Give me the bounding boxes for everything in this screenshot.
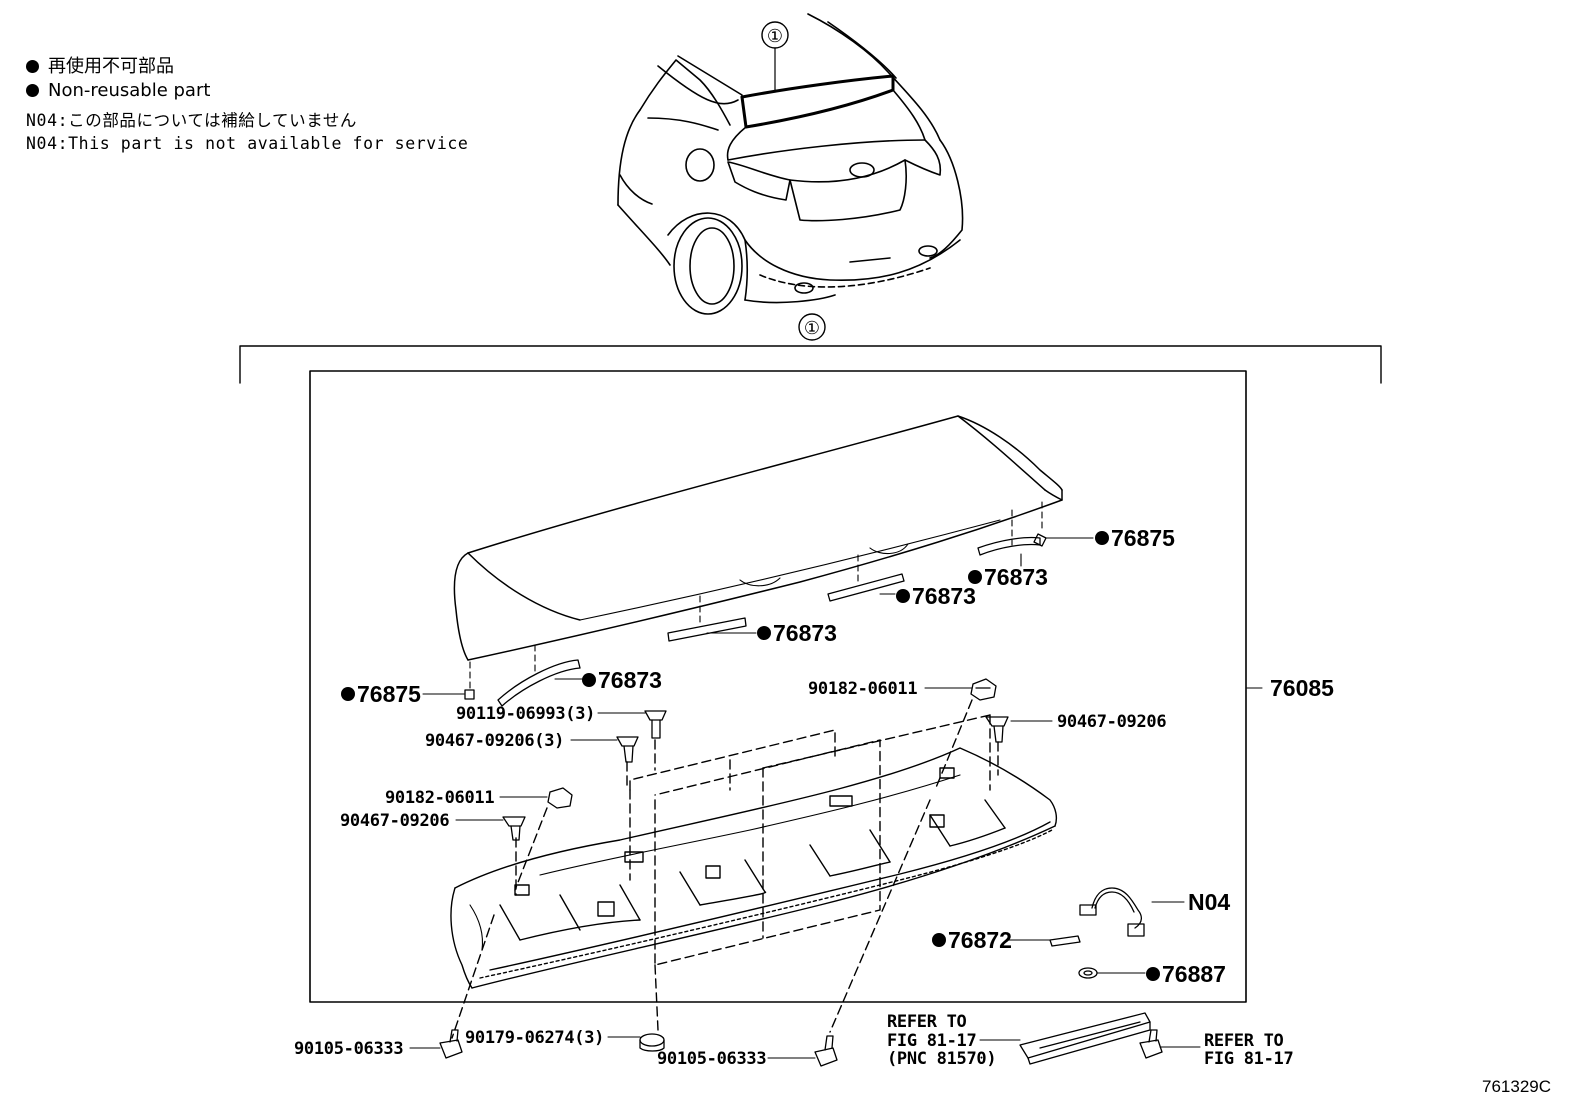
dot-icon	[896, 589, 910, 603]
callout-car-label: ①	[767, 26, 783, 46]
dot-icon	[757, 626, 771, 640]
dot-icon	[968, 570, 982, 584]
legend-text: Non-reusable part	[48, 80, 211, 101]
label-90105-06333-a: 90105-06333	[294, 1039, 403, 1059]
dot-icon	[582, 673, 596, 687]
label-90467-09206-3: 90467-09206(3)	[425, 731, 564, 751]
spoiler-inner-panel	[450, 747, 1058, 989]
label-76873-a: 76873	[984, 564, 1048, 590]
legend-nonreusable-en: Non-reusable part	[26, 80, 210, 102]
label-90467-09206-l: 90467-09206	[340, 811, 449, 831]
label-76873-c: 76873	[773, 620, 837, 646]
label-90467-09206-r: 90467-09206	[1057, 712, 1166, 732]
legend-nonreusable-ja: 再使用不可部品	[26, 56, 174, 78]
refer-left-line1: REFER TO	[887, 1012, 967, 1032]
legend-n04-en: N04:This part is not available for servi…	[26, 134, 469, 153]
filled-dot-icon	[26, 84, 39, 97]
dot-icon	[932, 933, 946, 947]
figure-id: 761329C	[1482, 1077, 1551, 1096]
refer-right-line2: FIG 81-17	[1204, 1049, 1293, 1069]
dot-icon	[341, 687, 355, 701]
label-90179-06274: 90179-06274(3)	[465, 1028, 604, 1048]
label-90182-06011-b: 90182-06011	[385, 788, 494, 808]
legend-n04-ja: N04:この部品については補給していません	[26, 111, 358, 130]
part-labels: 76875 76873 76873 76873 76873 76875 7608…	[294, 525, 1551, 1096]
part-leader-lines	[409, 537, 1263, 1059]
dot-icon	[1146, 967, 1160, 981]
label-76875-right: 76875	[1111, 525, 1175, 551]
spoiler-leaders	[469, 501, 1043, 691]
legend-text: 再使用不可部品	[48, 56, 174, 77]
refer-left-line2: FIG 81-17	[887, 1031, 976, 1051]
label-n04: N04	[1188, 889, 1230, 915]
assembly-frame	[309, 370, 1247, 1003]
label-76873-d: 76873	[598, 667, 662, 693]
stop-lamp-refer	[1019, 1012, 1151, 1065]
dot-icon	[1095, 531, 1109, 545]
tape-parts	[464, 533, 1047, 707]
label-76873-b: 76873	[912, 583, 976, 609]
spoiler-outer	[453, 415, 1063, 661]
refer-right-line1: REFER TO	[1204, 1031, 1284, 1051]
label-90119-06993: 90119-06993(3)	[456, 704, 595, 724]
label-76875-left: 76875	[357, 681, 421, 707]
callout-circles: ① ①	[761, 21, 826, 341]
car-rear-illustration	[617, 13, 964, 315]
wire-harness-n04	[1079, 887, 1145, 937]
fasteners	[439, 678, 1163, 1067]
label-90105-06333-b: 90105-06333	[657, 1049, 766, 1069]
label-76872: 76872	[948, 927, 1012, 953]
group-bracket	[239, 345, 1382, 384]
filled-dot-icon	[26, 60, 39, 73]
label-76085: 76085	[1270, 675, 1334, 701]
nonreusable-dots	[341, 531, 1160, 981]
callout-group-label: ①	[804, 318, 820, 338]
dashed-assembly-guides	[451, 699, 999, 1039]
label-90182-06011-a: 90182-06011	[808, 679, 917, 699]
label-76887: 76887	[1162, 961, 1226, 987]
refer-left-line3: (PNC 81570)	[887, 1049, 996, 1069]
